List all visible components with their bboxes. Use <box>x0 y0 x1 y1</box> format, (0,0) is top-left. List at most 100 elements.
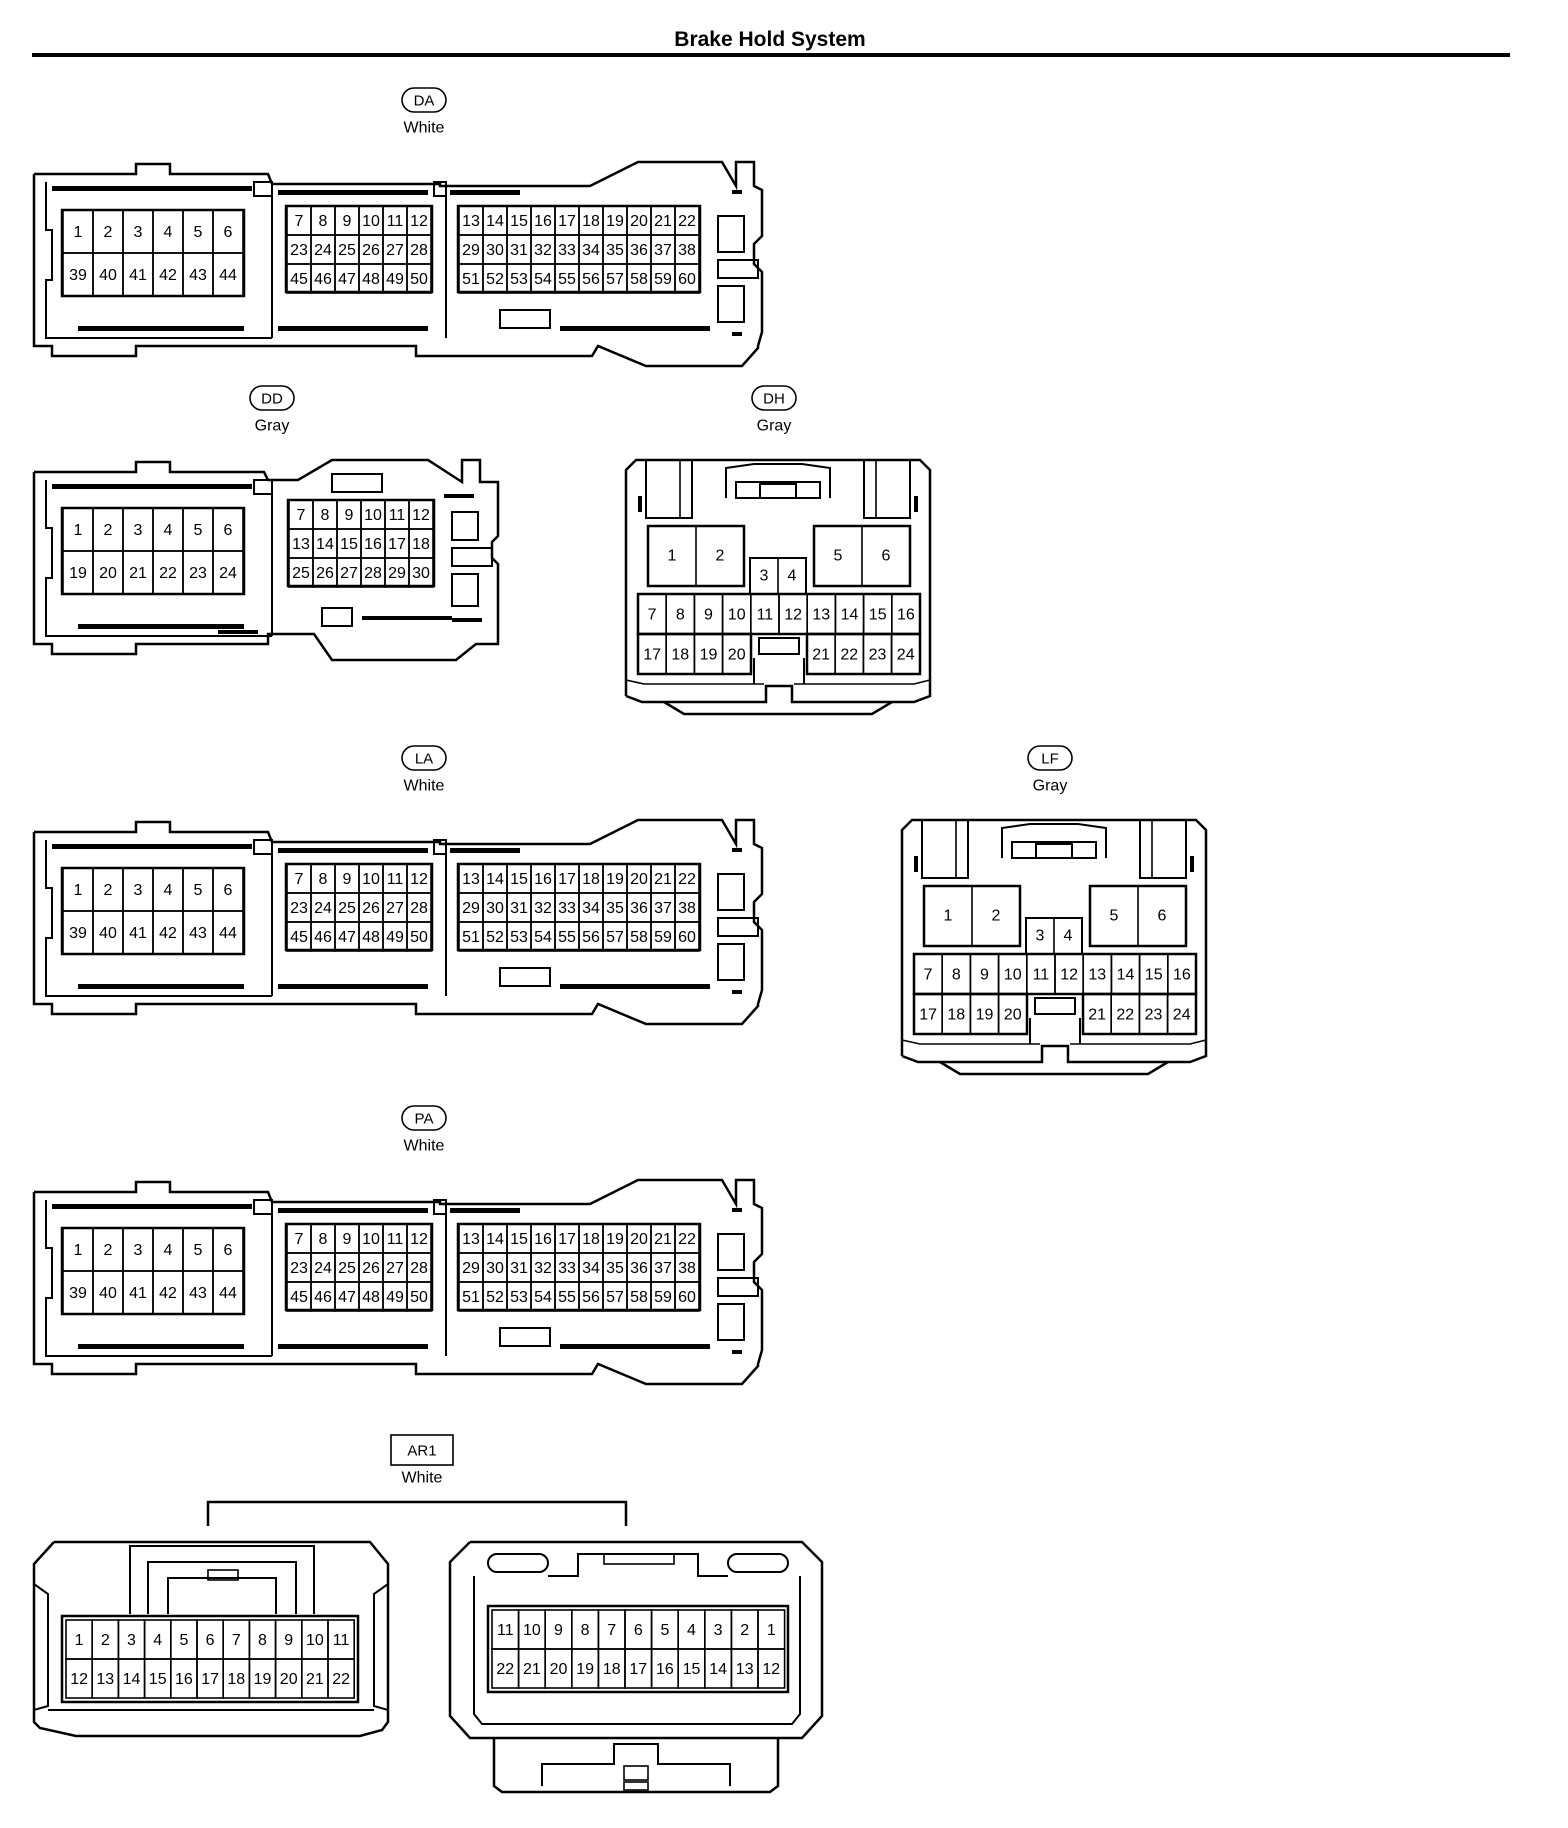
pin-label: 11 <box>387 871 404 888</box>
pin-label: 38 <box>678 242 696 259</box>
pin-label: 21 <box>654 1231 672 1248</box>
pin-label: 45 <box>290 929 308 946</box>
pin-label: 8 <box>319 871 328 888</box>
pin-label: 13 <box>96 1671 114 1688</box>
pin-label: 14 <box>486 871 504 888</box>
pin-label: 28 <box>410 900 428 917</box>
pin-label: 40 <box>99 1285 117 1302</box>
pin-label: 55 <box>558 929 576 946</box>
pin-label: 4 <box>164 522 173 539</box>
pin-label: 5 <box>194 882 203 899</box>
pin-label: 3 <box>134 522 143 539</box>
pin-label: 13 <box>736 1661 754 1678</box>
pin-label: 50 <box>410 271 428 288</box>
pin-label: 58 <box>630 929 648 946</box>
pin-label: 25 <box>338 900 356 917</box>
pin-label: 21 <box>654 871 672 888</box>
pin-label: 4 <box>164 882 173 899</box>
pin-label: 41 <box>129 925 147 942</box>
pin-label: 14 <box>123 1671 141 1688</box>
pin-label: 1 <box>74 1242 83 1259</box>
pin-label: 56 <box>582 929 600 946</box>
pin-label: 7 <box>295 213 304 230</box>
pin-label: 11 <box>1033 967 1050 984</box>
pin-label: 18 <box>227 1671 245 1688</box>
pin-label: 24 <box>314 242 332 259</box>
connector-code-badge <box>401 87 447 113</box>
pin-label: 13 <box>462 213 480 230</box>
pin-label: 43 <box>189 1285 207 1302</box>
pin-label: 5 <box>834 548 843 565</box>
pin-label: 6 <box>224 882 233 899</box>
connector-code-badge <box>249 385 295 411</box>
pin-label: 13 <box>462 1231 480 1248</box>
pin-label: 15 <box>340 536 358 553</box>
pin-label: 2 <box>104 882 113 899</box>
pin-label: 19 <box>576 1661 594 1678</box>
pin-label: 56 <box>582 271 600 288</box>
pin-label: 34 <box>582 1260 600 1277</box>
pin-label: 59 <box>654 929 672 946</box>
pin-label: 7 <box>295 871 304 888</box>
pin-label: 18 <box>582 871 600 888</box>
connector-code-badge <box>401 1105 447 1131</box>
pin-label: 16 <box>534 1231 552 1248</box>
pin-label: 8 <box>319 213 328 230</box>
pin-label: 11 <box>497 1622 514 1639</box>
pin-label: 39 <box>69 267 87 284</box>
pin-label: 1 <box>75 1632 84 1649</box>
pin-cell <box>212 910 244 955</box>
pin-label: 17 <box>558 213 576 230</box>
pin-label: 40 <box>99 925 117 942</box>
pin-label: 57 <box>606 271 624 288</box>
pin-cell <box>1166 993 1197 1035</box>
pin-label: 27 <box>386 900 404 917</box>
pin-label: 26 <box>362 242 380 259</box>
pin-label: 44 <box>219 925 237 942</box>
pin-label: 41 <box>129 267 147 284</box>
pin-label: 3 <box>127 1632 136 1649</box>
pin-label: 16 <box>175 1671 193 1688</box>
pin-label: 8 <box>676 607 685 624</box>
pin-label: 11 <box>387 213 404 230</box>
pin-label: 3 <box>1036 928 1045 945</box>
pin-cell <box>212 252 244 297</box>
pin-label: 9 <box>284 1632 293 1649</box>
pin-label: 44 <box>219 1285 237 1302</box>
pin-label: 40 <box>99 267 117 284</box>
pin-label: 29 <box>462 900 480 917</box>
connector-code: PA <box>415 1111 434 1128</box>
pin-label: 18 <box>671 647 689 664</box>
pin-label: 47 <box>338 271 356 288</box>
pin-label: 9 <box>343 213 352 230</box>
pin-label: 7 <box>607 1622 616 1639</box>
pin-label: 15 <box>510 213 528 230</box>
pin-label: 16 <box>364 536 382 553</box>
pin-label: 12 <box>410 1231 428 1248</box>
pin-label: 22 <box>840 647 858 664</box>
pin-label: 17 <box>201 1671 219 1688</box>
connector-code-badge <box>751 385 797 411</box>
pin-label: 22 <box>678 871 696 888</box>
pin-label: 7 <box>297 507 306 524</box>
pin-cell <box>674 1281 700 1312</box>
connector-code-box <box>390 1434 454 1466</box>
pin-label: 20 <box>1004 1007 1022 1024</box>
pin-label: 7 <box>295 1231 304 1248</box>
pin-label: 57 <box>606 1289 624 1306</box>
pin-label: 22 <box>678 213 696 230</box>
pin-label: 36 <box>630 242 648 259</box>
pin-label: 9 <box>554 1622 563 1639</box>
pin-label: 16 <box>897 607 915 624</box>
pin-label: 10 <box>523 1622 541 1639</box>
pin-label: 48 <box>362 929 380 946</box>
pin-label: 3 <box>714 1622 723 1639</box>
pin-label: 53 <box>510 271 528 288</box>
pin-label: 33 <box>558 1260 576 1277</box>
pin-label: 36 <box>630 900 648 917</box>
pin-label: 37 <box>654 242 672 259</box>
pin-label: 12 <box>70 1671 88 1688</box>
pin-label: 4 <box>1064 928 1073 945</box>
